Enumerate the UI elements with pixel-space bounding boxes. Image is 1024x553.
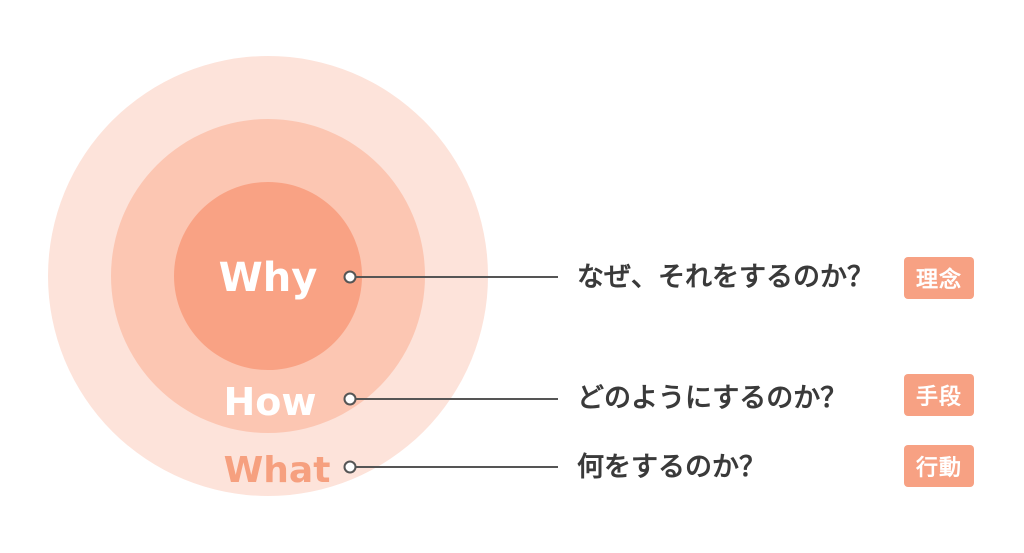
why-label: Why — [219, 255, 318, 301]
how-tag: 手段 — [904, 374, 974, 416]
how-connector-dot — [343, 392, 357, 406]
what-label: What — [224, 450, 331, 491]
why-question: なぜ、それをするのか？ — [577, 262, 874, 293]
inner-circle-why — [174, 182, 362, 370]
what-connector-dot — [343, 460, 357, 474]
why-connector-dot — [343, 270, 357, 284]
how-question: どのようにするのか？ — [577, 383, 848, 414]
what-tag: 行動 — [904, 445, 974, 487]
why-tag: 理念 — [904, 257, 974, 299]
how-label: How — [223, 380, 316, 424]
what-question: 何をするのか？ — [577, 452, 766, 483]
